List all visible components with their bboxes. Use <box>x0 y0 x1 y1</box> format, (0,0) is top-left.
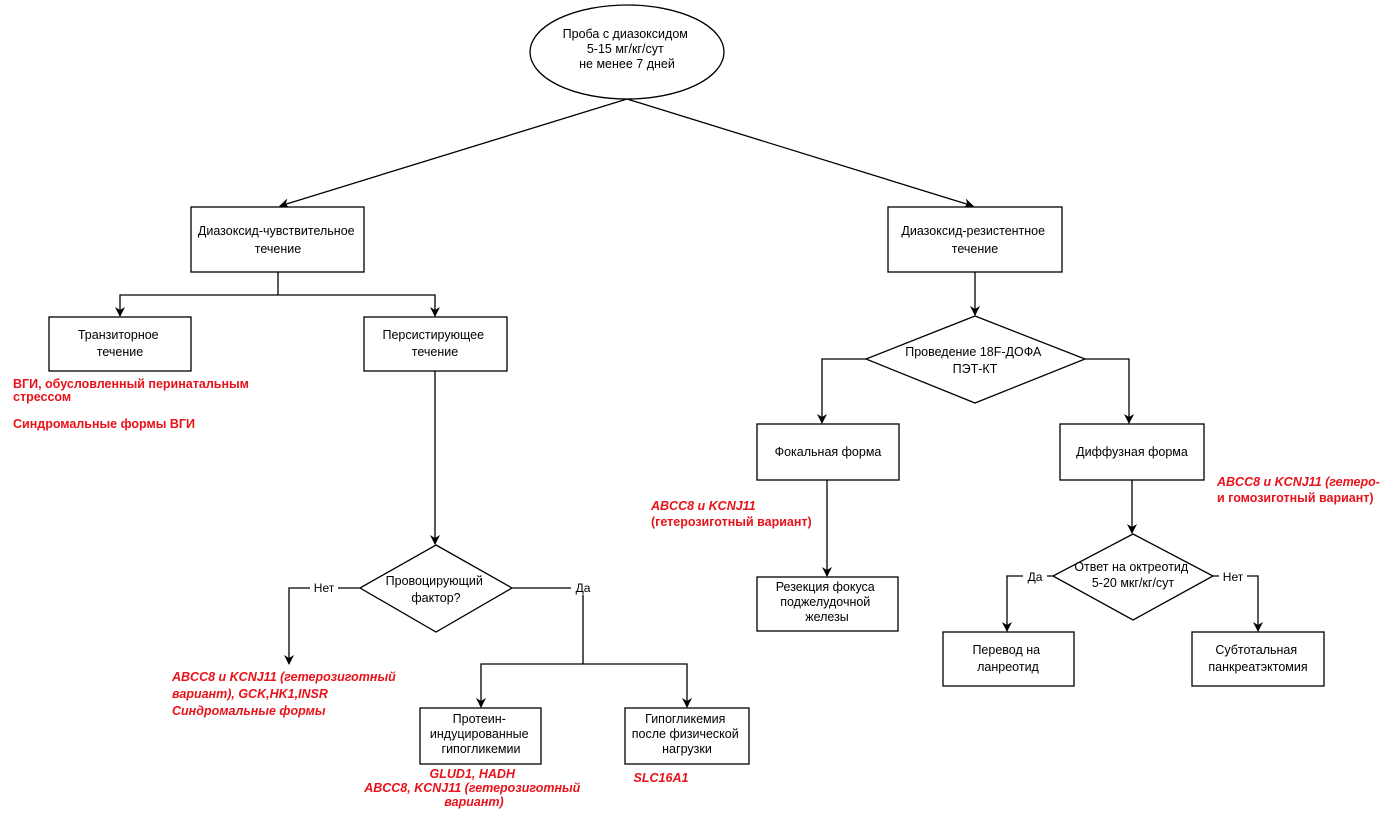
node-octreotide-diamond <box>1051 533 1215 621</box>
edge-provoking-yes <box>512 587 584 664</box>
node-resistant-box <box>887 206 1063 273</box>
edge-yes-protein <box>476 663 583 708</box>
node-provoking-diamond <box>358 544 514 633</box>
node-diffuse-box <box>1059 423 1205 481</box>
node-persistent-label: Персистирующее течение <box>382 328 487 359</box>
node-exercise-box <box>624 707 750 765</box>
node-sensitive-label: Диазоксид-чувствительное течение <box>198 224 358 256</box>
node-octreotide-label: Ответ на октреотид 5-20 мкг/кг/сут <box>1074 560 1191 590</box>
edge-start-resistant <box>626 98 974 209</box>
note-focal: ABCC8 и KCNJ11 (гетерозиготный вариант) <box>650 499 812 529</box>
node-provoking-label: Провоцирующий фактор? <box>386 574 487 605</box>
node-subtotal-box <box>1191 631 1325 687</box>
edge-octreotide-yes <box>1002 575 1053 632</box>
edge-label-provoking-yes: Да <box>576 581 591 595</box>
note-exercise: SLC16A1 <box>634 771 689 785</box>
node-resection-box <box>756 576 899 632</box>
node-transient-box <box>48 316 192 372</box>
note-transient: ВГИ, обусловленный перинатальным стрессо… <box>13 377 252 431</box>
node-protein-label: Протеин- индуцированные гипогликемии <box>430 712 532 756</box>
node-sensitive-box <box>190 206 365 273</box>
edge-provoking-no <box>284 587 360 665</box>
note-protein: GLUD1, HADH ABCC8, KCNJ11 (гетерозиготны… <box>363 767 584 809</box>
edge-yes-exercise <box>583 663 692 708</box>
node-pet-label: Проведение 18F-ДОФА ПЭТ-КТ <box>905 345 1045 376</box>
node-protein-box <box>419 707 542 765</box>
node-transient-label: Транзиторное течение <box>78 328 162 359</box>
node-lanreotide-label: Перевод на ланреотид <box>972 643 1043 674</box>
edges <box>115 98 1263 708</box>
edge-pet-focal <box>817 358 866 424</box>
note-provoking-no: ABCC8 и KCNJ11 (гетерозиготный вариант),… <box>171 670 399 718</box>
node-focal-label: Фокальная форма <box>775 445 882 459</box>
node-resection-label: Резекция фокуса поджелудочной железы <box>776 580 879 624</box>
node-diffuse-label: Диффузная форма <box>1076 445 1188 459</box>
edge-label-provoking-no: Нет <box>314 581 335 595</box>
node-resistant-label: Диазоксид-резистентное течение <box>901 224 1048 256</box>
edge-sensitive-persistent <box>278 294 440 317</box>
nodes: Проба с диазоксидом 5-15 мг/кг/сут не ме… <box>48 4 1325 765</box>
node-start-label: Проба с диазоксидом 5-15 мг/кг/сут не ме… <box>563 27 692 71</box>
edge-label-octreotide-no: Нет <box>1223 570 1244 584</box>
edge-labels: Нет Да Да Нет <box>310 569 1247 595</box>
node-pet-diamond <box>864 315 1087 404</box>
edge-start-sensitive <box>279 98 628 209</box>
edge-label-octreotide-yes: Да <box>1028 570 1043 584</box>
node-focal-box <box>756 423 900 481</box>
node-subtotal-label: Субтотальная панкреатэктомия <box>1208 643 1307 674</box>
node-start-ellipse <box>529 4 725 100</box>
node-lanreotide-box <box>942 631 1075 687</box>
node-exercise-label: Гипогликемия после физической нагрузки <box>632 712 742 756</box>
edge-sensitive-transient <box>115 294 278 317</box>
edge-pet-diffuse <box>1085 358 1134 424</box>
notes: ВГИ, обусловленный перинатальным стрессо… <box>13 377 1383 809</box>
note-diffuse: ABCC8 и KCNJ11 (гетеро- и гомозиготный в… <box>1216 475 1383 505</box>
edge-octreotide-no <box>1213 575 1263 632</box>
node-persistent-box <box>363 316 508 372</box>
